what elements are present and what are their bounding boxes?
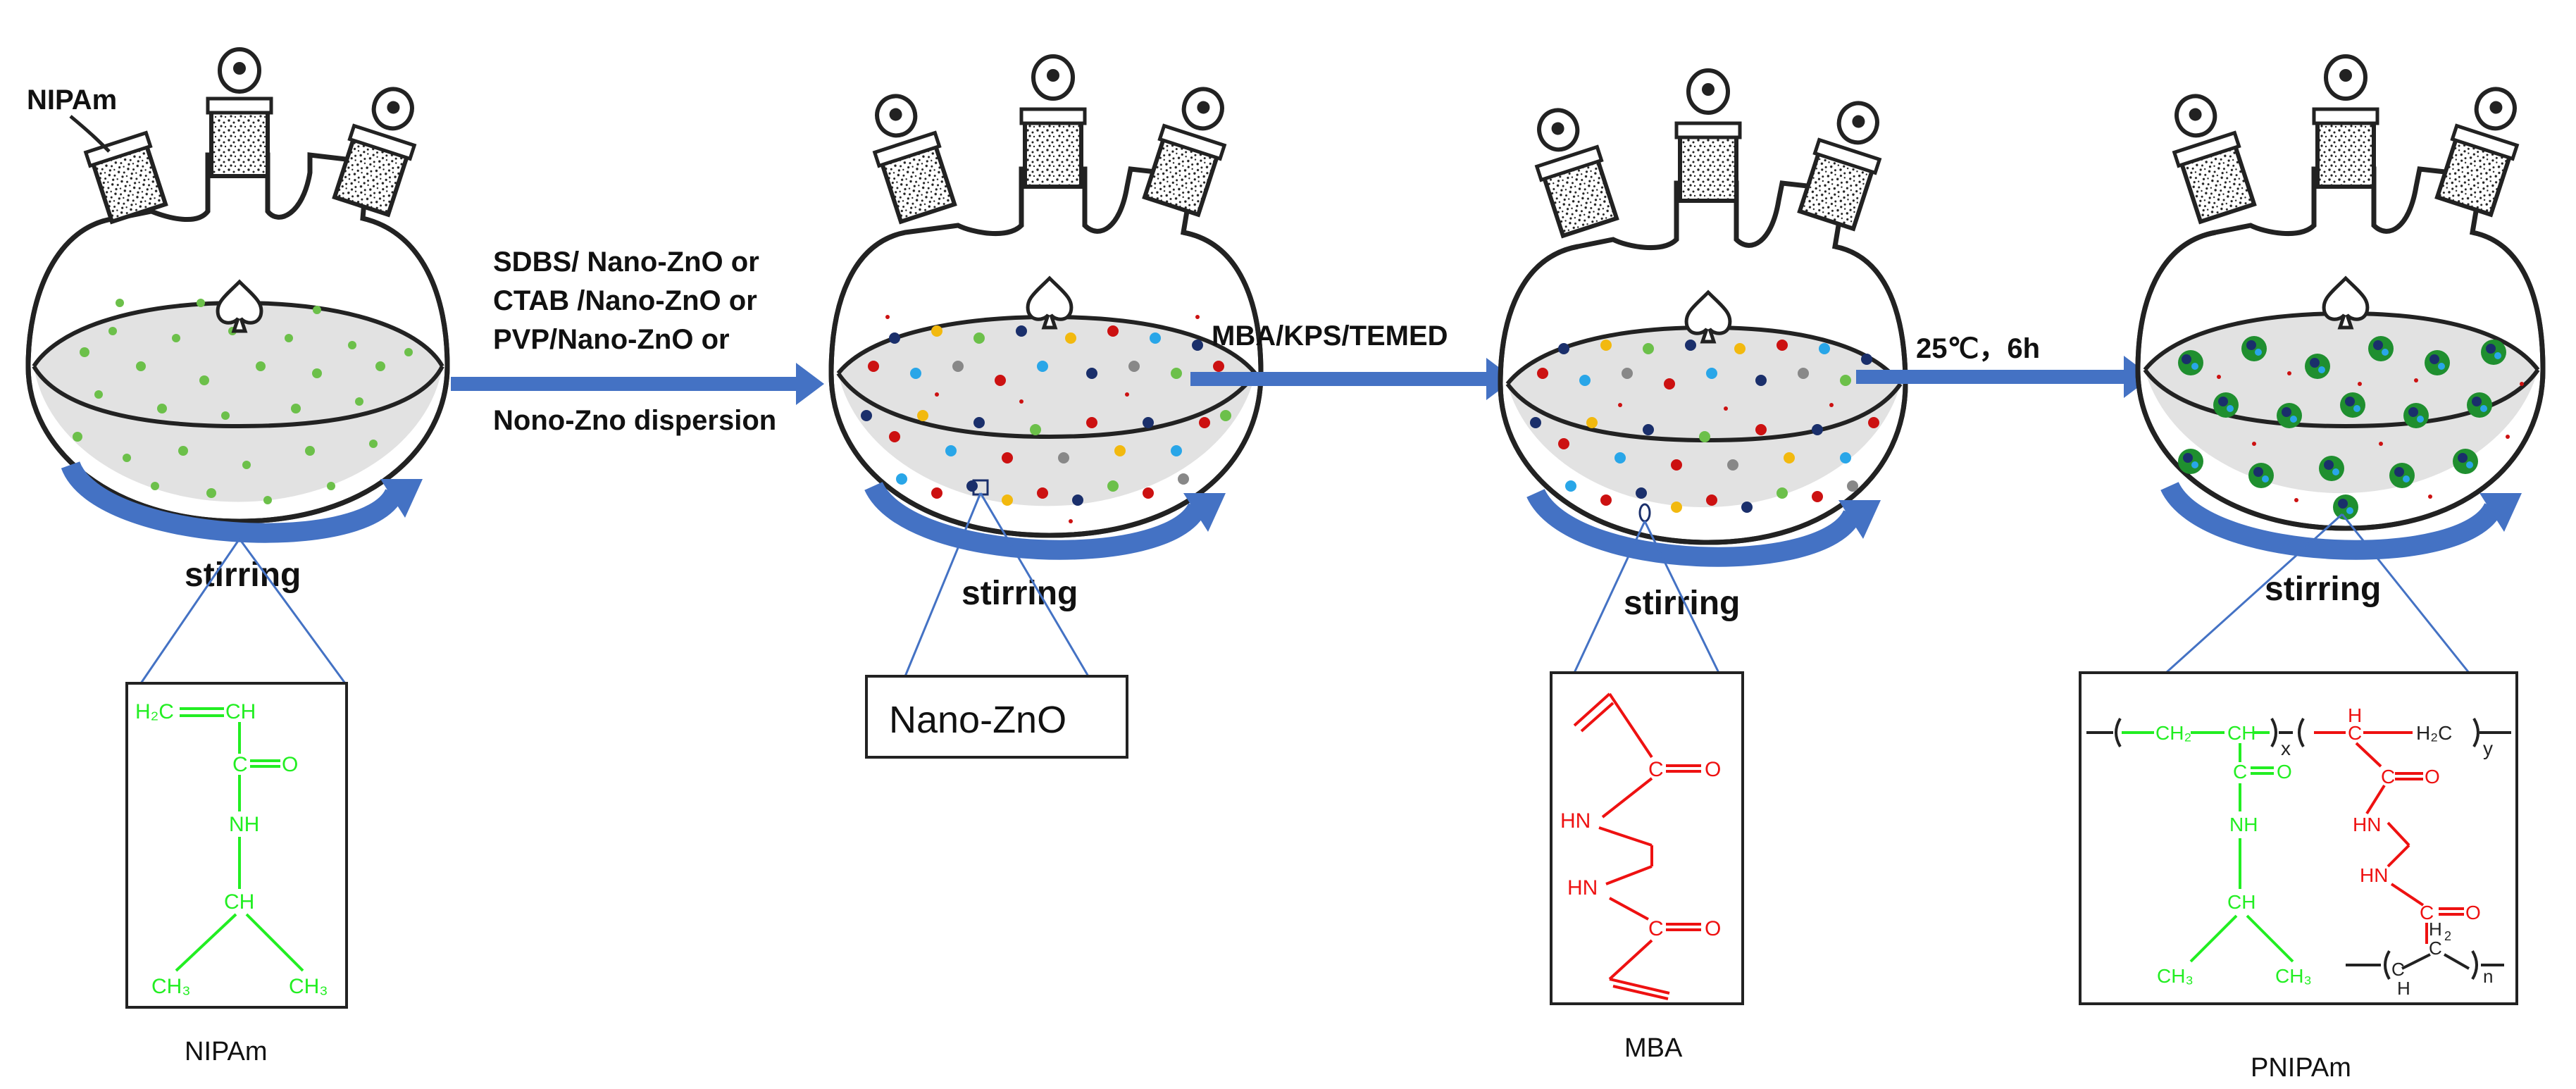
spade-icon [1684,290,1732,344]
atom-label: CH [2227,891,2255,913]
atom-label: CH [2227,722,2255,744]
structure-caption: PNIPAm [2251,1053,2351,1083]
stir-arrow-icon [61,461,423,543]
atom-label: C [2429,938,2442,959]
flask-pnipam: stirring [2135,54,2546,608]
atom-label: NH [2229,814,2258,835]
callout-label: Nano-ZnO [889,699,1066,741]
atom-label: CH₃ [2275,965,2312,987]
subscript-label: x [2281,738,2291,759]
atom-label: HN [2360,864,2388,886]
flask-body [25,152,450,524]
atom-label: CH₃ [2157,965,2194,987]
stopper-icon [2312,54,2379,189]
structure-caption: MBA [1624,1033,1683,1063]
subscript-label: 2 [2444,929,2451,943]
atom-label: HN [2353,814,2381,835]
stir-label: stirring [962,575,1078,612]
atom-label: H [2397,978,2410,999]
stopper-icon [1142,87,1227,218]
callout-box [865,675,1128,759]
stopper-icon [2172,94,2257,225]
reagent-line: Nono-Zno dispersion [493,405,776,436]
atom-label: H₂C [2416,722,2452,744]
stopper-icon [1797,101,1882,232]
atom-label: H [2348,704,2362,726]
pointer-line [69,115,111,153]
stir-arrow-icon [1526,488,1881,567]
stir-label: stirring [2265,571,2381,608]
stopper-icon [83,130,168,225]
bottom-chain-bonds [2346,950,2504,981]
atom-label: CH₃ [289,975,328,998]
atom-label: C [2381,766,2395,788]
stir-arrow-icon [2160,481,2522,560]
spade-icon [1026,275,1074,330]
nipam-structure-callout: H₂C CH C O NH CH CH₃ CH₃ NIPAm [125,538,348,1066]
atom-label: C [1648,917,1664,940]
atom-label: CH₂ [2155,722,2191,744]
stopper-icon [1534,108,1619,239]
process-arrow-2: MBA/KPS/TEMED [1190,321,1514,400]
flask-dispersion: stirring Nano-ZnO [828,54,1264,759]
atom-label: CH₃ [151,975,191,998]
atom-label: C [2391,959,2405,980]
stir-arrow-icon [864,481,1226,560]
atom-label: CH [225,700,256,723]
stir-label: stirring [1624,585,1740,622]
atom-label: O [282,753,298,776]
condition-label: 25℃，6h [1916,333,2040,364]
particles [73,299,413,504]
green-bonds [2122,731,2294,963]
subscript-label: n [2483,966,2493,987]
process-arrow-1: SDBS/ Nano-ZnO or CTAB /Nano-ZnO or PVP/… [451,247,824,436]
subscript-label: y [2483,738,2493,759]
reagent-line: SDBS/ Nano-ZnO or [493,247,759,278]
bonds [1573,692,1701,1000]
gel-particles [2178,336,2524,520]
atom-label: O [2465,902,2481,923]
flask-mba: stirring [1498,68,1908,622]
atom-label: CH [224,890,254,914]
atom-label: NH [229,813,259,836]
atom-label: C [232,753,248,776]
pnipam-structure-callout: CH₂ CH C O NH CH CH₃ CH₃ x H C C O [2079,513,2518,1083]
stopper-icon [872,94,957,225]
atom-label: C [1648,758,1664,781]
red-bonds [2314,731,2464,944]
spade-icon [216,279,263,333]
particles [861,315,1231,523]
atom-label: O [1705,917,1721,940]
atom-label: HN [1560,809,1591,833]
stopper-icon [332,87,417,218]
stopper-icon [206,47,273,178]
atom-label: C [2420,902,2434,923]
stopper-icon [1019,54,1087,189]
particles [1530,340,1879,513]
atom-label: O [2425,766,2440,788]
atom-label: H [2429,919,2442,940]
flask-nipam: NIPAm stirring [25,47,450,594]
reagent-line: CTAB /Nano-ZnO or [493,285,757,316]
reagent-line: MBA/KPS/TEMED [1212,321,1448,351]
backbone-bonds [2086,717,2511,748]
atom-label: O [1705,758,1721,781]
atom-label: C [2233,761,2247,783]
atom-label: O [2277,761,2292,783]
atom-label: C [2348,722,2362,744]
flask-label: NIPAm [27,85,117,116]
atom-label: H₂C [135,700,174,723]
atom-label: HN [1567,876,1598,900]
stopper-icon [1674,68,1742,203]
structure-caption: NIPAm [185,1037,268,1066]
mba-structure-callout: C O HN HN C O MBA [1550,521,1744,1063]
reagent-line: PVP/Nano-ZnO or [493,324,730,355]
stir-label: stirring [185,556,301,594]
bonds [175,707,304,972]
stopper-icon [2434,87,2520,218]
process-arrow-3: 25℃，6h [1856,333,2152,398]
spade-icon [2322,275,2370,330]
